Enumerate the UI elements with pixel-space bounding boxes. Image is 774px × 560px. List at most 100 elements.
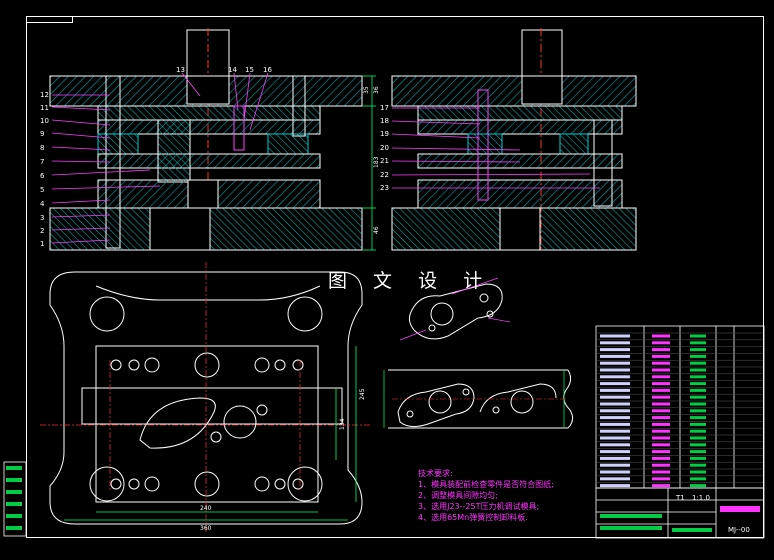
dim-plan-inner-height: 134	[339, 418, 346, 430]
parts-row-material	[652, 375, 670, 379]
parts-row-name	[600, 375, 630, 379]
parts-row-name	[600, 436, 630, 440]
callout-number: 10	[40, 117, 49, 125]
parts-row-material	[652, 354, 670, 358]
parts-row-name	[600, 470, 630, 474]
parts-row-name	[600, 450, 630, 454]
callout-number: 9	[40, 130, 44, 138]
parts-row-material	[652, 382, 670, 386]
callout-number: 11	[40, 104, 49, 112]
left-callouts: 12 11 10 9 8 7 6 5 4 3 2 1	[40, 91, 49, 248]
parts-row-material	[652, 368, 670, 372]
top-callouts: 13 14 15 16	[176, 66, 272, 74]
parts-row-material	[652, 429, 670, 433]
parts-row-spec	[690, 484, 706, 488]
stripper-plate	[97, 153, 321, 169]
screw	[233, 105, 245, 151]
side-section-view	[391, 28, 637, 251]
parts-row-spec	[690, 388, 706, 392]
parts-row-name	[600, 361, 630, 365]
strip-layout	[383, 369, 574, 429]
parts-row-material	[652, 450, 670, 454]
callout-number: 22	[380, 171, 389, 179]
parts-row-spec	[690, 334, 706, 338]
guide-bush-bl	[89, 466, 125, 502]
parts-row-name	[600, 463, 630, 467]
die-set-outline	[49, 271, 363, 525]
guide-bush-tl	[89, 296, 125, 332]
parts-row-spec	[690, 382, 706, 386]
punch	[157, 119, 191, 183]
dim-left-top: 36	[373, 86, 380, 94]
left-dims: 36 183 46	[373, 86, 380, 234]
parts-row-name	[600, 409, 630, 413]
parts-row-spec	[690, 375, 706, 379]
parts-row-material	[652, 395, 670, 399]
parts-row-spec	[690, 409, 706, 413]
parts-row-spec	[690, 354, 706, 358]
parts-row-material	[652, 416, 670, 420]
parts-row-material	[652, 484, 670, 488]
parts-row-spec	[690, 470, 706, 474]
parts-row-name	[600, 348, 630, 352]
callout-number: 18	[380, 117, 389, 125]
parts-row-name	[600, 477, 630, 481]
note-item: 3、选用J23--25T压力机调试模具;	[418, 502, 540, 511]
parts-row-material	[652, 470, 670, 474]
dim-left-bottom: 46	[373, 226, 380, 234]
note-item: 1、模具装配前检查零件是否符合图纸;	[418, 480, 554, 489]
parts-row-material	[652, 409, 670, 413]
parts-row-name	[600, 395, 630, 399]
frame-tab	[26, 16, 73, 23]
parts-row-material	[652, 361, 670, 365]
parts-row-name	[600, 341, 630, 345]
parts-rows	[596, 332, 764, 488]
parts-row-name	[600, 388, 630, 392]
right-callouts: 17 18 19 20 21 22 23	[380, 104, 389, 192]
parts-row-name	[600, 402, 630, 406]
parts-row-spec	[690, 368, 706, 372]
revision-strip	[3, 461, 27, 537]
title-block-fills	[600, 506, 760, 532]
parts-row-name	[600, 456, 630, 460]
callout-number: 21	[380, 157, 389, 165]
parts-row-spec	[690, 348, 706, 352]
title-block	[595, 487, 765, 539]
callout-number: 19	[380, 130, 389, 138]
technical-notes: 技术要求: 1、模具装配前检查零件是否符合图纸; 2、调整模具间隙均匀; 3、选…	[418, 468, 554, 523]
callout-number: 16	[263, 66, 272, 74]
callout-number: 6	[40, 172, 45, 180]
callout-number: 4	[40, 200, 45, 208]
callout-number: 5	[40, 186, 44, 194]
callout-number: 17	[380, 104, 389, 112]
watermark-text: 图 文 设 计	[328, 270, 493, 292]
parts-row-material	[652, 477, 670, 481]
parts-row-name	[600, 334, 630, 338]
dim-plan-inner: 240	[200, 505, 212, 512]
plan-view	[40, 262, 372, 532]
callout-number: 23	[380, 184, 389, 192]
parts-row-spec	[690, 402, 706, 406]
parts-row-name	[600, 429, 630, 433]
callout-number: 13	[176, 66, 185, 74]
dim-plan-height: 245	[359, 388, 366, 400]
dim-right-top: 35	[363, 86, 370, 94]
sheet-border	[26, 16, 764, 538]
callout-number: 8	[40, 144, 44, 152]
callout-number: 15	[245, 66, 254, 74]
parts-row-name	[600, 416, 630, 420]
parts-row-material	[652, 436, 670, 440]
parts-row-spec	[690, 429, 706, 433]
guide-pillar-right	[292, 75, 306, 137]
plan-dims: 240 360 245 134	[200, 388, 366, 532]
parts-row-spec	[690, 416, 706, 420]
parts-row-material	[652, 422, 670, 426]
callout-number: 20	[380, 144, 389, 152]
note-item: 2、调整模具间隙均匀;	[418, 491, 498, 500]
parts-row-spec	[690, 443, 706, 447]
parts-row-name	[600, 422, 630, 426]
parts-row-material	[652, 341, 670, 345]
punch-plate	[97, 119, 321, 135]
parts-row-spec	[690, 341, 706, 345]
